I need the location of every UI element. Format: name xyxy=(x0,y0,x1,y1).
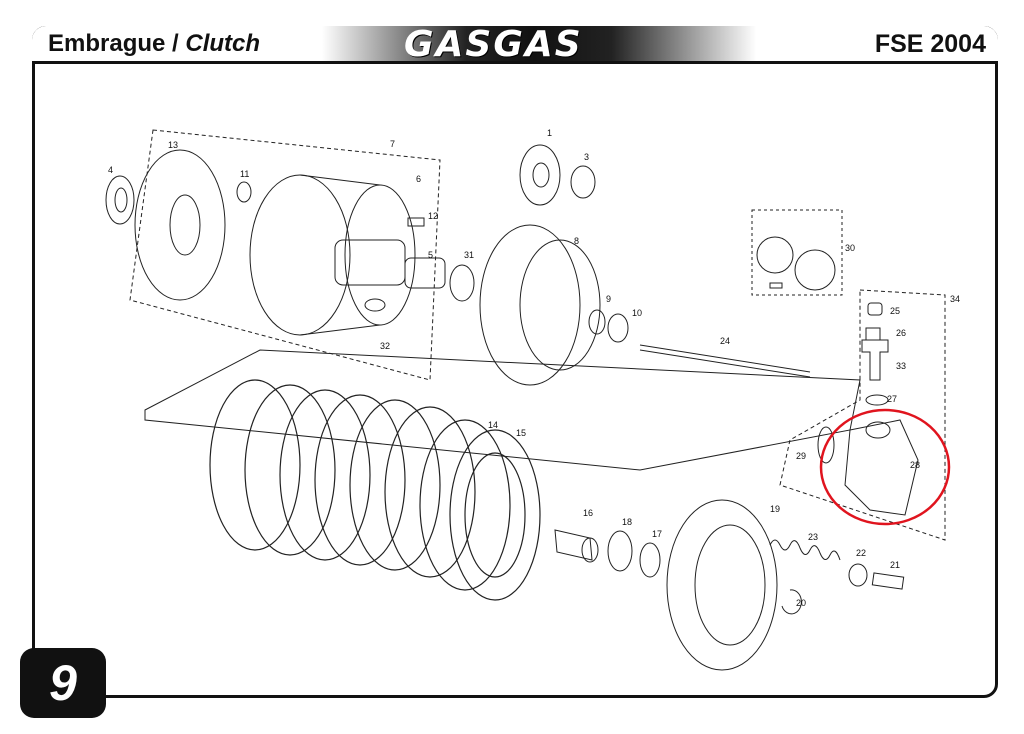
label-part-24: 24 xyxy=(720,336,730,346)
part-29 xyxy=(817,426,835,464)
part-4-washer xyxy=(105,175,135,225)
label-part-12: 12 xyxy=(428,211,438,221)
part-28-cylinder xyxy=(844,419,919,516)
part-3-washer xyxy=(570,165,596,199)
header-bar: Embrague / Clutch GASGAS FSE 2004 xyxy=(32,26,998,64)
actuator-group-outline xyxy=(779,289,946,541)
label-part-16: 16 xyxy=(583,508,593,518)
part-31-washer xyxy=(449,264,475,302)
part-20-circlip xyxy=(781,589,802,615)
label-part-22: 22 xyxy=(856,548,866,558)
title-english: Clutch xyxy=(185,30,261,57)
label-part-20: 20 xyxy=(796,598,806,608)
part-25 xyxy=(867,302,883,316)
part-32 xyxy=(364,298,386,312)
label-part-18: 18 xyxy=(622,517,632,527)
part-9-nut xyxy=(588,309,606,335)
label-part-23: 23 xyxy=(808,532,818,542)
label-part-29: 29 xyxy=(796,451,806,461)
label-part-34: 34 xyxy=(950,294,960,304)
label-part-28: 28 xyxy=(910,460,920,470)
label-part-5: 5 xyxy=(428,250,433,260)
part-24-rod xyxy=(639,344,811,373)
label-part-25: 25 xyxy=(890,306,900,316)
part-13-disc xyxy=(134,149,226,301)
housing-group-outline xyxy=(129,129,441,381)
label-part-33: 33 xyxy=(896,361,906,371)
plates-stack xyxy=(209,379,541,601)
part-18-bearing xyxy=(607,530,633,572)
highlight-circle xyxy=(819,408,951,526)
label-part-21: 21 xyxy=(890,560,900,570)
label-part-11: 11 xyxy=(240,169,249,179)
label-part-15: 15 xyxy=(516,428,526,438)
part-17-washer xyxy=(639,542,661,578)
part-33 xyxy=(861,339,889,381)
label-part-19: 19 xyxy=(770,504,780,514)
part-30b xyxy=(794,249,836,291)
label-part-26: 26 xyxy=(896,328,906,338)
part-12 xyxy=(407,217,425,227)
part-22 xyxy=(848,563,868,587)
label-part-8: 8 xyxy=(574,236,579,246)
part-16 xyxy=(554,529,593,561)
page-frame xyxy=(32,26,998,698)
label-part-7: 7 xyxy=(390,139,395,149)
part-11 xyxy=(236,181,252,203)
label-part-1: 1 xyxy=(547,128,552,138)
label-part-6: 6 xyxy=(416,174,421,184)
part-23-spring xyxy=(769,539,841,561)
part-27 xyxy=(865,394,889,406)
label-part-27: 27 xyxy=(887,394,897,404)
part-1-gear xyxy=(519,144,561,206)
page-title: Embrague / Clutch xyxy=(48,30,260,58)
label-part-9: 9 xyxy=(606,294,611,304)
kit30-outline xyxy=(751,209,843,296)
title-spanish: Embrague / xyxy=(48,30,179,57)
part-14-plate xyxy=(419,419,511,591)
model-label: FSE 2004 xyxy=(874,30,986,58)
label-part-10: 10 xyxy=(632,308,642,318)
part-10-washer xyxy=(607,313,629,343)
label-part-17: 17 xyxy=(652,529,662,539)
part-21-bolt xyxy=(871,572,905,590)
page-number: 9 xyxy=(49,655,77,711)
part-5-bushing xyxy=(404,257,446,289)
label-part-32: 32 xyxy=(380,341,390,351)
page-number-tab xyxy=(20,648,106,718)
part-8-hub xyxy=(479,224,581,386)
part-15-plate xyxy=(449,429,541,601)
brand-logo: GASGAS xyxy=(404,26,583,64)
label-part-30: 30 xyxy=(845,243,855,253)
label-part-31: 31 xyxy=(464,250,474,260)
label-part-3: 3 xyxy=(584,152,589,162)
part-19-pressure-plate xyxy=(666,499,778,671)
part-26 xyxy=(865,327,881,341)
label-part-13: 13 xyxy=(168,140,178,150)
part-30a xyxy=(756,236,794,274)
label-part-14: 14 xyxy=(488,420,498,430)
label-part-4: 4 xyxy=(108,165,113,175)
